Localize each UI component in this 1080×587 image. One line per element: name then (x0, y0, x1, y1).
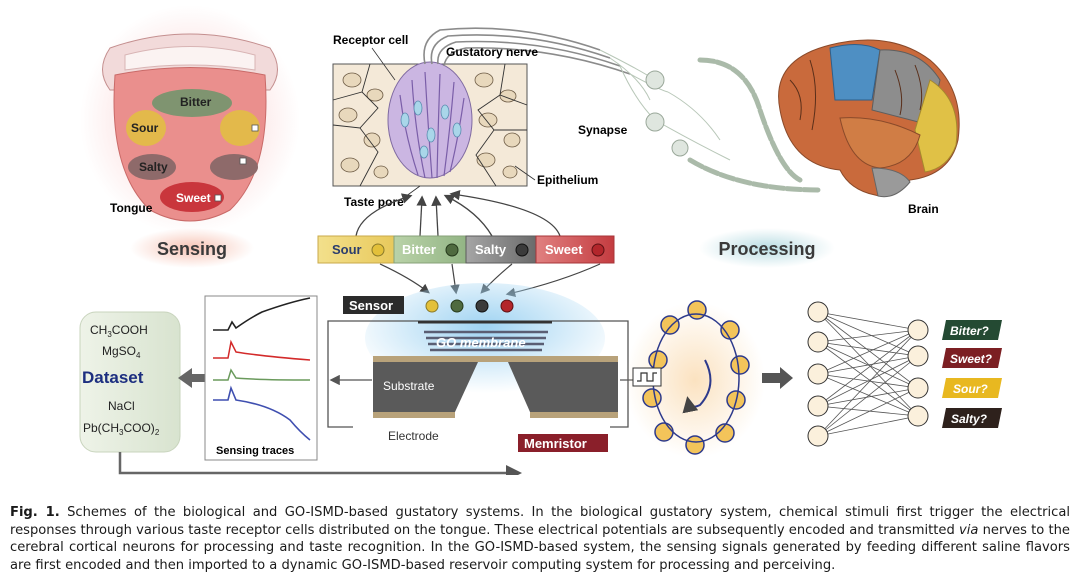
substrate-label: Substrate (383, 379, 435, 393)
gustatory-nerve-label: Gustatory nerve (446, 45, 538, 59)
dataset-item-1: CH3COOH (90, 323, 148, 339)
tongue-region-sweet: Sweet (176, 191, 211, 205)
taste-sweet-label: Sweet (545, 242, 583, 257)
svg-text:Processing: Processing (718, 239, 815, 259)
taste-bitter-label: Bitter (402, 242, 436, 257)
brain-illustration: Brain (778, 39, 960, 216)
caption-figure-number: Fig. 1. (10, 505, 60, 520)
sensing-heading: Sensing (130, 228, 254, 268)
epithelium-label: Epithelium (537, 173, 598, 187)
reservoir (625, 300, 793, 458)
caption-text-2: nerves to the cerebral cortical neurons … (10, 522, 1070, 573)
taste-bud-illustration: Receptor cell Gustatory nerve Epithelium… (332, 27, 631, 237)
taste-bar: Sour Bitter Salty Sweet (317, 235, 615, 298)
receptor-cell-label: Receptor cell (333, 33, 408, 47)
tongue-region-sour: Sour (131, 121, 159, 135)
synapse-neurons: Synapse (578, 49, 823, 193)
sensing-traces-panel: Sensing traces (204, 295, 318, 461)
tongue-illustration: Bitter Sour Salty Sweet Tongue (80, 5, 300, 235)
sensor-label: Sensor (349, 298, 393, 313)
tongue-label: Tongue (110, 201, 153, 215)
taste-sour-label: Sour (332, 242, 362, 257)
caption-text-1: Schemes of the biological and GO-ISMD-ba… (10, 505, 1070, 538)
figure-caption: Fig. 1. Schemes of the biological and GO… (10, 504, 1070, 574)
dataset-item-2: MgSO4 (102, 344, 141, 360)
dataset-panel: CH3COOH MgSO4 Dataset NaCl Pb(CH3COO)2 (79, 311, 522, 475)
go-ismd-device: Sensor GO membrane Substrate Electrode M… (327, 283, 661, 452)
dataset-item-4: Pb(CH3COO)2 (83, 421, 160, 437)
output-salty: Salty? (951, 412, 988, 426)
figure: Bitter Sour Salty Sweet Tongue (79, 5, 1002, 475)
go-membrane-label: GO membrane (436, 335, 526, 350)
output-sour: Sour? (953, 382, 988, 396)
synapse-label: Synapse (578, 123, 628, 137)
output-sweet: Sweet? (950, 352, 993, 366)
dataset-item-3: NaCl (108, 399, 135, 413)
electrode-label: Electrode (388, 429, 439, 443)
svg-text:Sensing: Sensing (157, 239, 227, 259)
brain-label: Brain (908, 202, 939, 216)
memristor-label: Memristor (524, 436, 587, 451)
tongue-region-bitter: Bitter (180, 95, 212, 109)
taste-pore-label: Taste pore (344, 195, 404, 209)
caption-text-via: via (958, 522, 979, 538)
tongue-region-salty: Salty (139, 160, 168, 174)
output-bitter: Bitter? (950, 324, 989, 338)
processing-heading: Processing (699, 228, 835, 268)
sensing-traces-label: Sensing traces (216, 445, 294, 457)
taste-salty-label: Salty (475, 242, 507, 257)
dataset-title: Dataset (82, 368, 144, 387)
readout-network: Bitter? Sweet? Sour? Salty? (807, 301, 1002, 447)
